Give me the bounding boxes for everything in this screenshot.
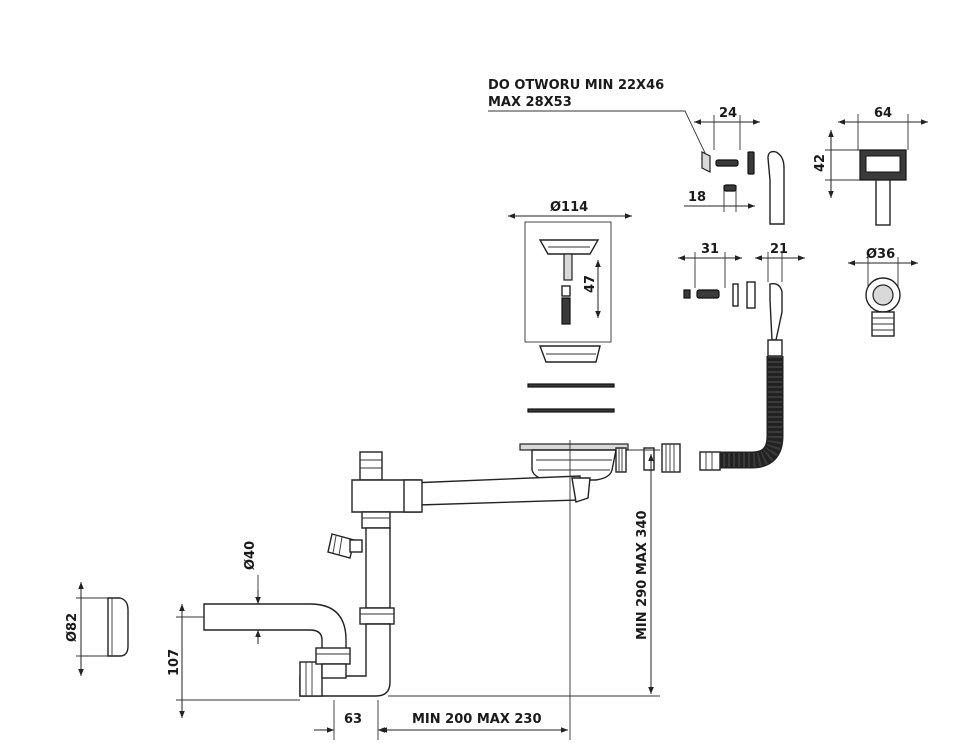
dim-box-width: 64 bbox=[874, 106, 892, 121]
overflow-box: 64 42 bbox=[813, 106, 928, 226]
dim-connector-diameter: Ø36 bbox=[866, 247, 895, 262]
cap-diameter-82: Ø82 bbox=[65, 582, 129, 676]
hole-size-callout: DO OTWORU MIN 22X46 MAX 28X53 bbox=[488, 78, 707, 156]
horizontal-range-dimension: 63 MIN 200 MAX 230 bbox=[314, 440, 571, 740]
dim-overflow-width: 24 bbox=[719, 106, 737, 121]
dim-overflow-screw: 18 bbox=[688, 190, 706, 205]
strainer-basket: Ø114 47 bbox=[508, 200, 632, 413]
dim-connector-width: 21 bbox=[770, 242, 788, 257]
diameter-36-fitting: Ø36 bbox=[848, 247, 918, 337]
overflow-hose bbox=[699, 339, 784, 471]
dim-trap-height: 107 bbox=[167, 649, 182, 676]
trap-height-107: 107 bbox=[167, 604, 300, 718]
callout-line-2: MAX 28X53 bbox=[488, 95, 572, 110]
waste-outlet bbox=[519, 443, 681, 481]
vertical-range-dimension: MIN 290 MAX 340 bbox=[388, 449, 660, 697]
overflow-parts: 24 18 bbox=[684, 106, 785, 225]
dim-connector-length: 31 bbox=[701, 242, 719, 257]
dim-vertical-range: MIN 290 MAX 340 bbox=[635, 510, 650, 640]
pipe-diameter-40: Ø40 bbox=[243, 541, 261, 644]
siphon-body bbox=[203, 451, 591, 697]
dim-basket-depth: 47 bbox=[583, 275, 598, 293]
dim-pipe-diameter: Ø40 bbox=[243, 541, 258, 570]
callout-line-1: DO OTWORU MIN 22X46 bbox=[488, 78, 664, 93]
dim-trap-offset: 63 bbox=[344, 712, 362, 727]
dim-basket-diameter: Ø114 bbox=[550, 200, 588, 215]
dim-horizontal-range: MIN 200 MAX 230 bbox=[412, 712, 542, 727]
dim-cap-diameter: Ø82 bbox=[65, 613, 80, 642]
dim-box-height: 42 bbox=[813, 154, 828, 172]
overflow-connector: 31 21 bbox=[678, 242, 805, 341]
